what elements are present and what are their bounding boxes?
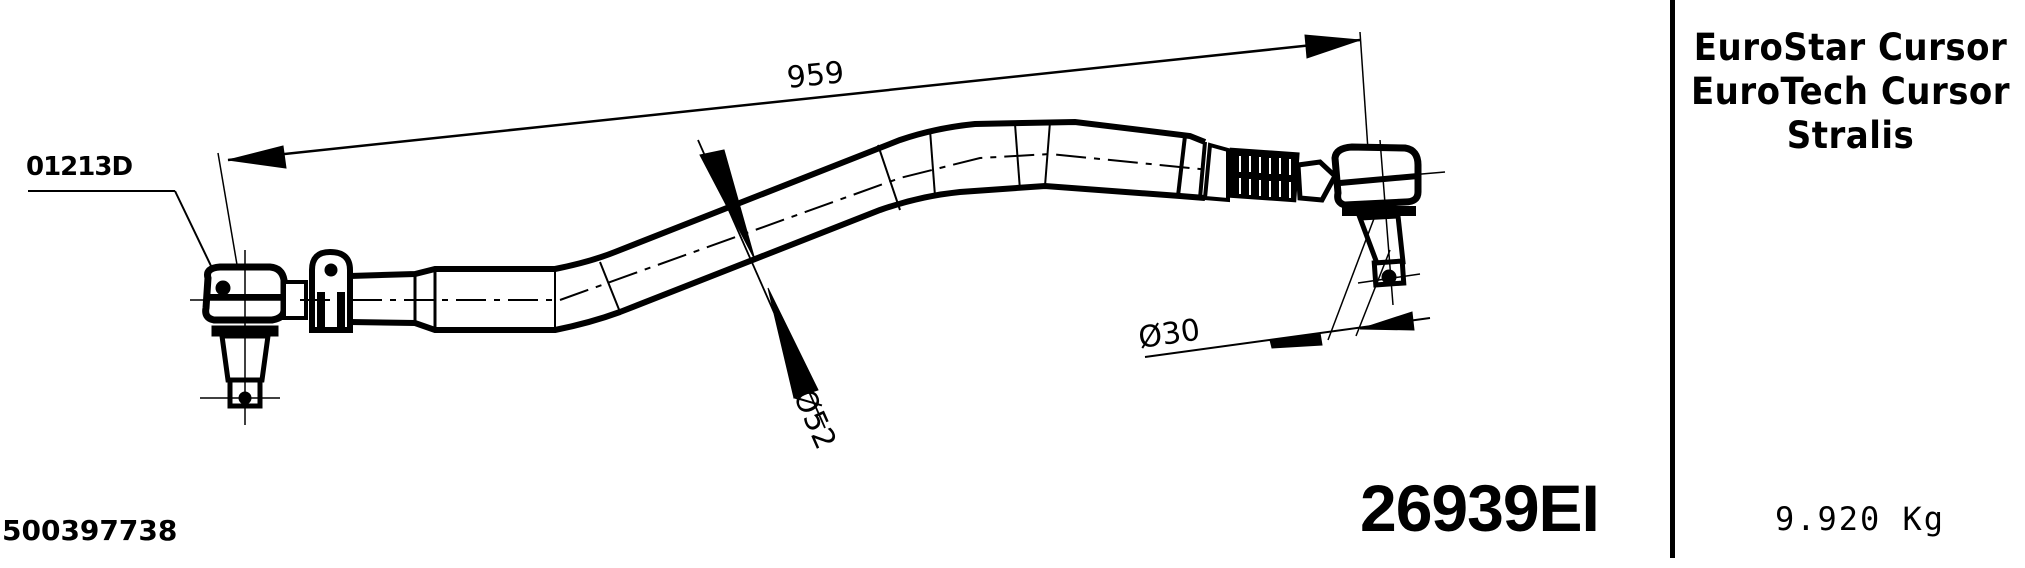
dimension-d52-label: Ø52 bbox=[786, 384, 843, 455]
clamp bbox=[309, 248, 353, 333]
threaded-section bbox=[1202, 142, 1300, 203]
title-block-divider bbox=[1670, 0, 1675, 558]
dimension-d30-label: Ø30 bbox=[1136, 313, 1202, 356]
dimension-d30: Ø30 bbox=[1136, 207, 1431, 358]
part-number: 26939EI bbox=[1360, 471, 1600, 545]
dimension-d52: Ø52 bbox=[697, 139, 843, 455]
left-ball-joint bbox=[190, 250, 308, 425]
right-ball-joint bbox=[1295, 139, 1446, 306]
applications-list: EuroStar Cursor EuroTech Cursor Stralis bbox=[1676, 26, 2025, 158]
tube bbox=[300, 118, 1211, 333]
application-item: EuroStar Cursor bbox=[1693, 26, 2008, 69]
dimension-959-label: 959 bbox=[785, 55, 846, 96]
application-item: EuroTech Cursor bbox=[1690, 70, 2011, 113]
callout-leader bbox=[28, 190, 213, 269]
dimension-959: 959 bbox=[217, 31, 1369, 301]
weight-label: 9.920 Kg bbox=[1774, 500, 1946, 538]
callout-label: 01213D bbox=[26, 152, 133, 182]
oem-number: 500397738 bbox=[2, 514, 178, 547]
application-item: Stralis bbox=[1786, 114, 1915, 157]
